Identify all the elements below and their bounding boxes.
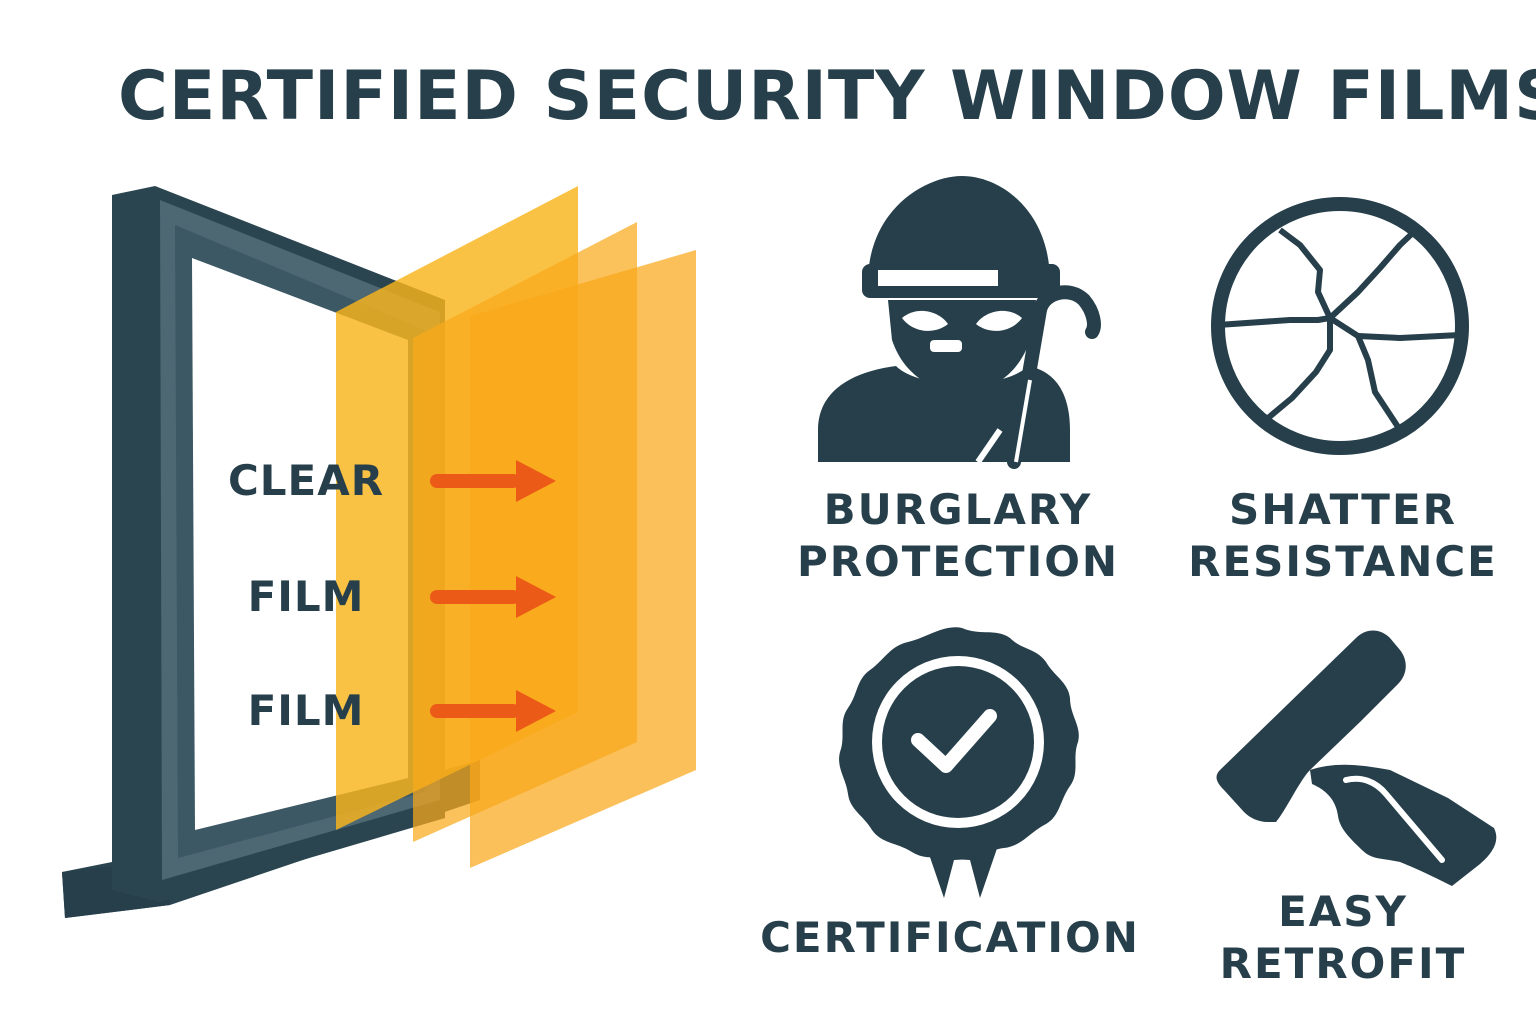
arrow-icon [430, 690, 556, 732]
feature-label-line: SHATTER [1229, 485, 1457, 534]
shattered-glass-icon [1211, 197, 1469, 455]
feature-label-line: EASY [1278, 887, 1408, 936]
layer-arrows [430, 460, 556, 732]
layer-label-film: FILM [247, 572, 365, 621]
page-title: CERTIFIED SECURITY WINDOW FILMS [118, 57, 1536, 136]
certification-badge-icon [839, 627, 1079, 898]
arrow-icon [430, 460, 556, 502]
arrow-icon [430, 576, 556, 618]
burglar-icon [818, 176, 1101, 469]
feature-label-line: PROTECTION [796, 537, 1120, 586]
layer-label-film: FILM [247, 686, 365, 735]
feature-shatter-resistance: SHATTER RESISTANCE [1180, 484, 1506, 588]
feature-burglary-protection: BURGLARY PROTECTION [780, 484, 1136, 588]
feature-certification: CERTIFICATION [760, 912, 1140, 964]
hand-applying-film-icon [1216, 630, 1497, 886]
feature-easy-retrofit: EASY RETROFIT [1190, 886, 1496, 990]
feature-label-line: CERTIFICATION [760, 913, 1140, 962]
feature-label-line: RESISTANCE [1188, 537, 1498, 586]
film-layers [336, 186, 696, 868]
film-layer-3 [470, 250, 696, 868]
layer-label-clear: CLEAR [227, 456, 385, 505]
feature-label-line: RETROFIT [1219, 939, 1467, 988]
feature-label-line: BURGLARY [823, 485, 1093, 534]
